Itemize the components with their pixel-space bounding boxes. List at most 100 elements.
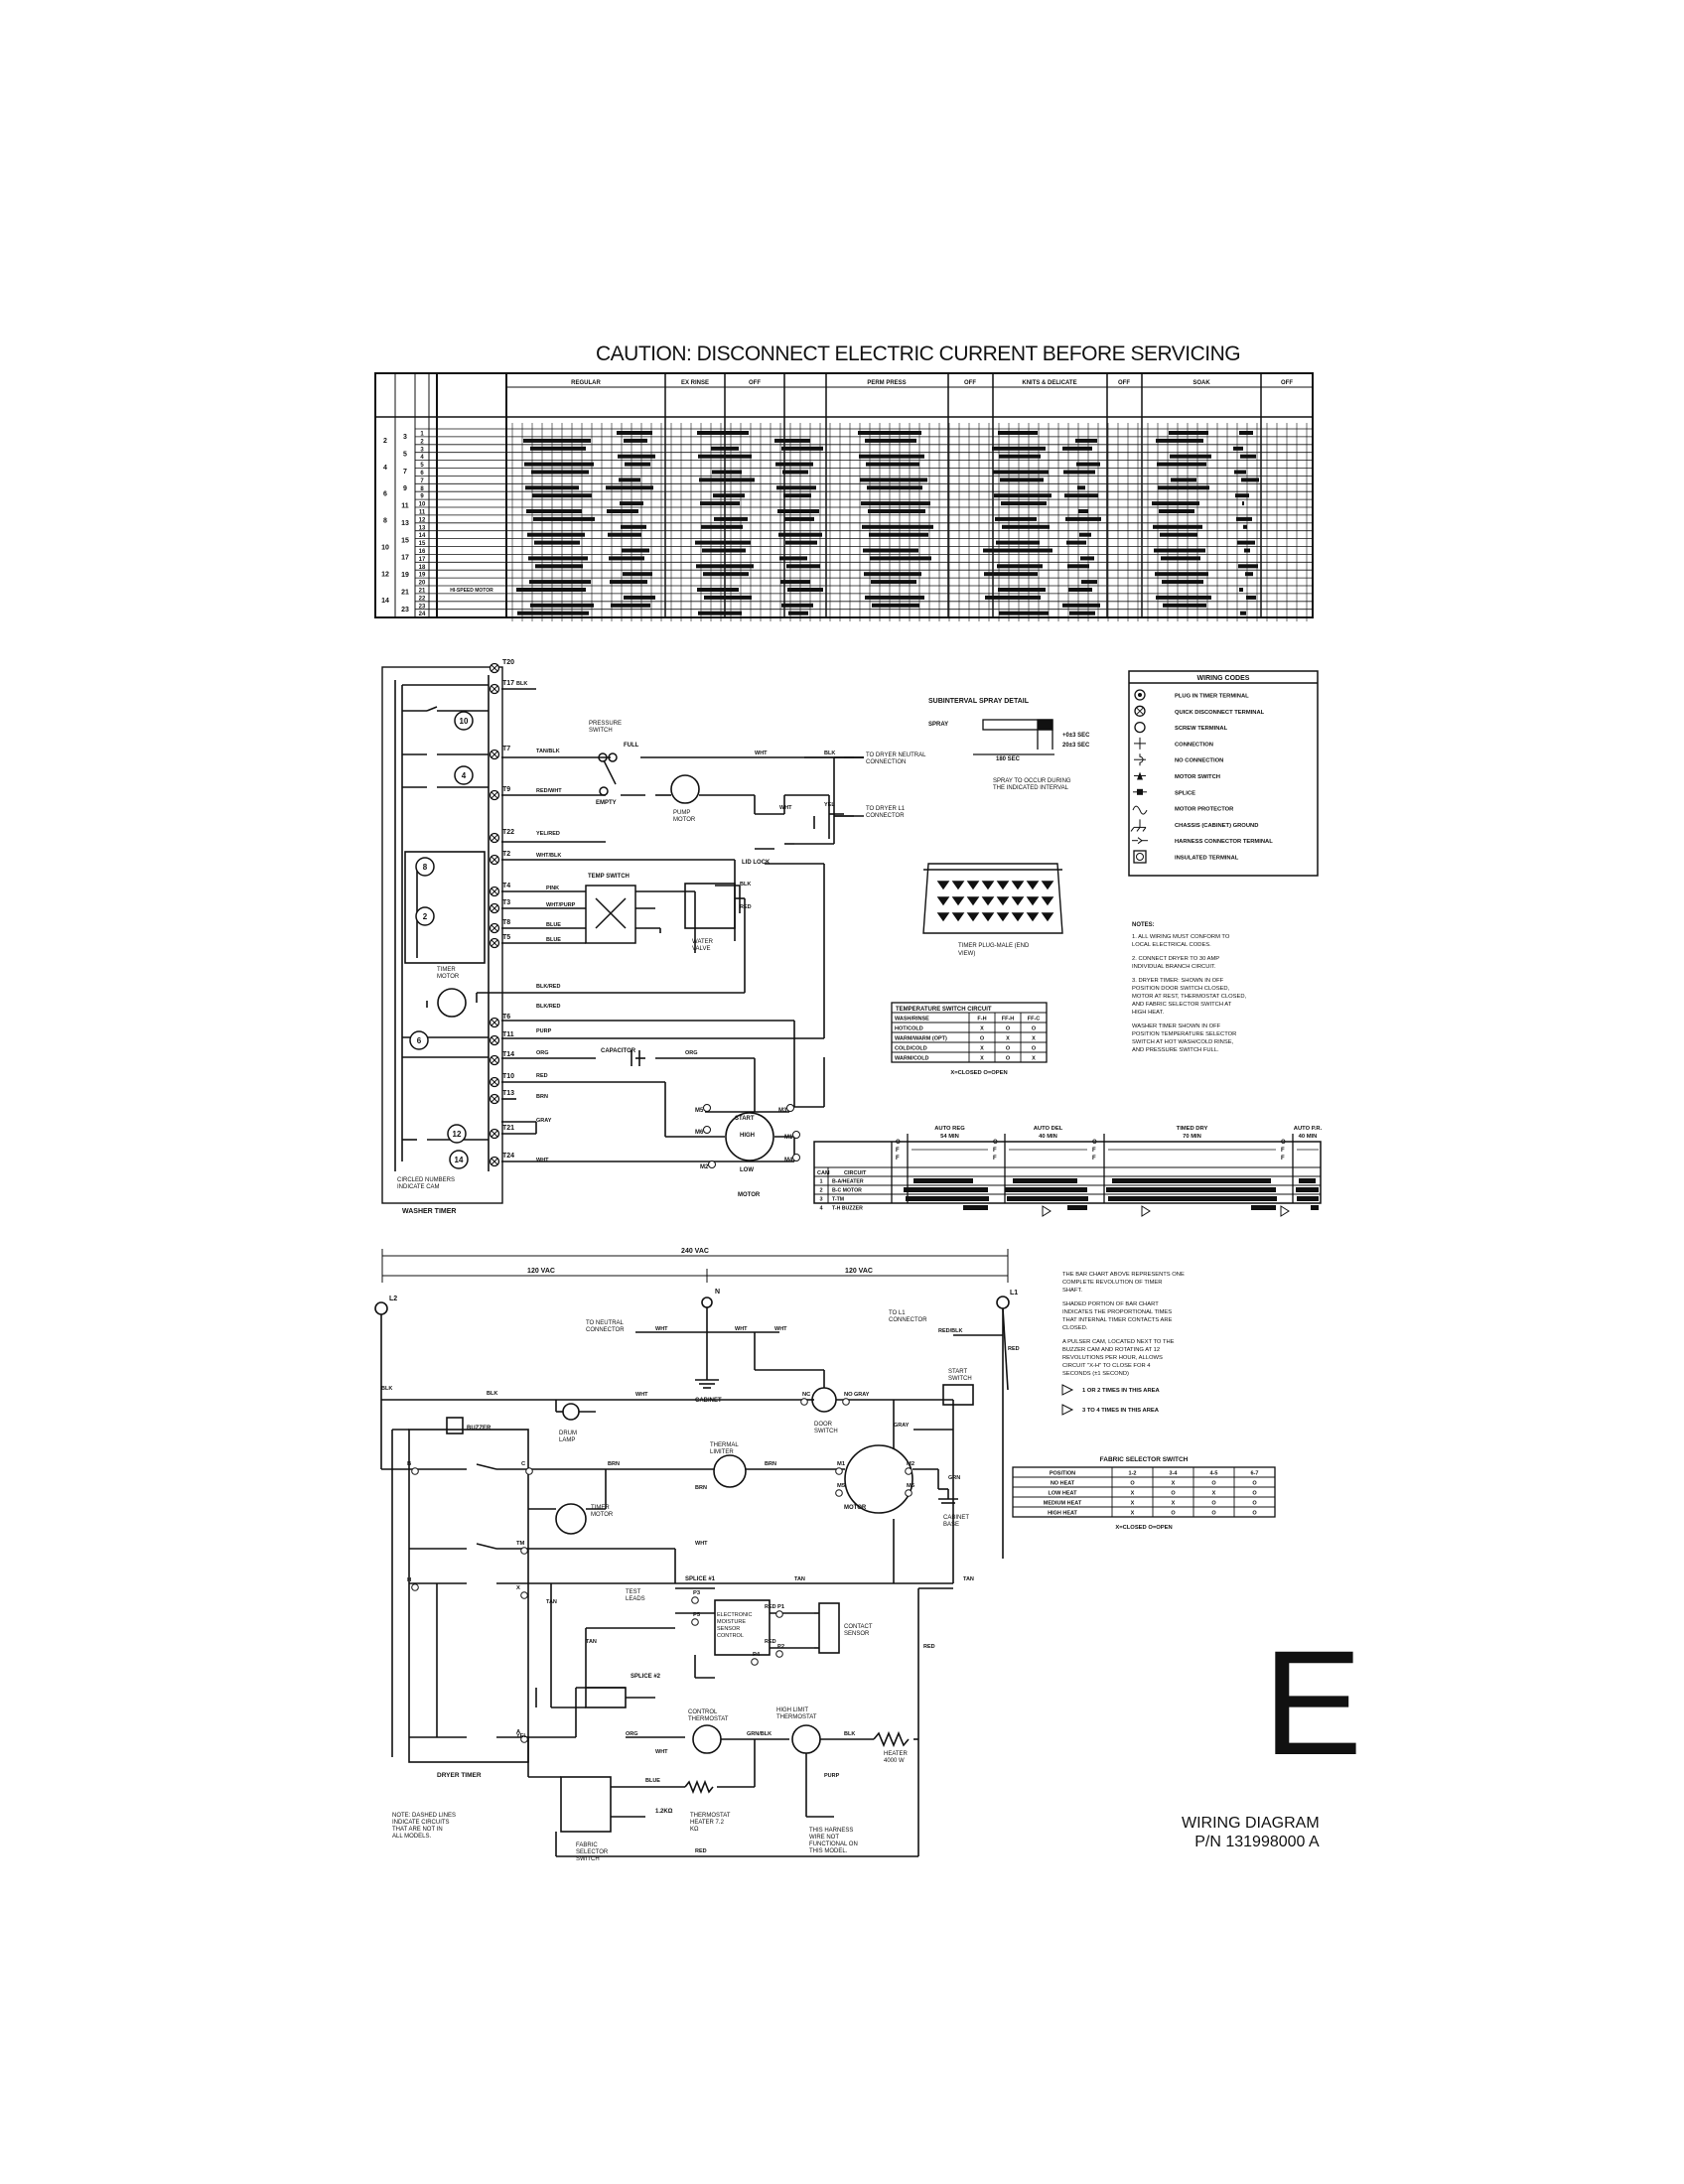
wire-color-label: TAN/BLK — [536, 749, 560, 754]
chart-bar — [700, 501, 740, 506]
terminal-cross — [491, 1056, 498, 1064]
spray-note: THE INDICATED INTERVAL — [993, 785, 1069, 791]
wiring-codes-title: WIRING CODES — [1197, 675, 1250, 682]
chart-bar — [781, 603, 813, 608]
fabric-table-header: 3-4 — [1170, 1471, 1179, 1477]
plug-pin — [1041, 896, 1054, 906]
dryer-wire-label: WHT — [655, 1749, 668, 1755]
dryer-chart-segment-time: 54 MIN — [940, 1134, 959, 1140]
chart-bar — [777, 509, 819, 513]
cam-number: 12 — [453, 1130, 462, 1139]
harness-wire-note: THIS MODEL. — [809, 1848, 848, 1854]
wire-color-label: ORG — [536, 1050, 549, 1056]
dryer-chart-bar — [1106, 1187, 1276, 1192]
chart-contact-number: 17 — [419, 557, 426, 563]
plug-pin — [1011, 912, 1025, 922]
dryer-terminal-dot — [835, 1489, 843, 1497]
dryer-pin-label: H — [407, 1577, 411, 1583]
chart-bar — [622, 548, 649, 553]
temp-table-cell: O — [980, 1036, 985, 1042]
chart-contact-number: 7 — [420, 478, 424, 484]
chart-contact-number: 23 — [419, 604, 426, 610]
chart-phase-header: OFF — [749, 380, 761, 386]
terminal-cross — [491, 1130, 498, 1138]
plug-pin — [966, 912, 980, 922]
washer-schematic — [381, 666, 864, 1204]
chassis-ground-icon — [1136, 827, 1141, 832]
dryer-terminal-dot — [775, 1610, 783, 1618]
to-neutral-label: CONNECTOR — [586, 1327, 625, 1333]
timer-chart-bars — [516, 431, 1259, 615]
chart-bar — [714, 516, 748, 521]
low-label: LOW — [740, 1167, 754, 1173]
temp-table-cell: X — [1006, 1036, 1010, 1042]
chart-bar — [698, 454, 752, 459]
timer-motor-label: MOTOR — [437, 974, 460, 980]
chart-bar — [1078, 509, 1088, 513]
chart-contact-number: 3 — [420, 447, 424, 453]
chart-bar — [697, 431, 749, 435]
note-item: HIGH HEAT. — [1132, 1010, 1164, 1016]
dryer-wire-label: WHT — [735, 1326, 748, 1332]
chart-pin-number: 17 — [401, 555, 409, 562]
note-item: WASHER TIMER SHOWN IN OFF — [1132, 1024, 1221, 1029]
wiring-code-label: MOTOR SWITCH — [1175, 774, 1220, 780]
dryer-chart-cam: 4 — [819, 1206, 823, 1212]
cabinet-label: CABINET — [695, 1398, 722, 1404]
chart-phase-header: KNITS & DELICATE — [1022, 380, 1076, 386]
terminal-label: T6 — [502, 1014, 510, 1021]
dryer-timer-motor-label: TIMER — [591, 1505, 610, 1511]
timer-plug-caption: VIEW) — [958, 951, 975, 957]
chart-bar — [697, 588, 739, 592]
chart-bar — [701, 524, 743, 529]
washer-timer-chart — [374, 372, 1314, 621]
fabric-table-frame — [1012, 1466, 1276, 1518]
dryer-chart-circuit: B-A/HEATER — [832, 1179, 864, 1185]
temp-table-cell: WARM/COLD — [895, 1056, 929, 1062]
screw-terminal-icon — [1134, 721, 1146, 734]
chart-bar — [1155, 572, 1208, 577]
dryer-wire-label: BRN — [608, 1461, 620, 1467]
dryer-chart-off-letter: O — [1281, 1140, 1286, 1146]
dryer-wire-label: GRN/BLK — [747, 1731, 772, 1737]
fabric-switch-label: FABRIC — [576, 1843, 598, 1848]
chart-bar — [775, 462, 813, 467]
wire-color-label: GRAY — [536, 1118, 552, 1124]
dryer-chart-segment-label: AUTO DEL — [1034, 1126, 1063, 1132]
door-switch-label: DOOR — [814, 1422, 833, 1428]
dryer-wire-label: TAN — [586, 1639, 597, 1645]
terminal-cross — [491, 685, 498, 693]
l1-label: L1 — [1010, 1290, 1018, 1297]
chart-pin-number: 9 — [403, 485, 407, 492]
motor-label: MOTOR — [738, 1192, 761, 1198]
lid-lock-label: LID LOCK — [742, 860, 771, 866]
dryer-terminal-dot — [751, 1658, 759, 1666]
cabinet-base-label: BASE — [943, 1522, 959, 1528]
chart-bar — [1153, 524, 1202, 529]
chart-bar — [984, 572, 1038, 577]
chart-phase-header: PERM PRESS — [867, 380, 906, 386]
chart-phase-header: SOAK — [1193, 380, 1210, 386]
temp-table-header: FF-C — [1028, 1017, 1041, 1023]
dryer-chart-header: CAM — [817, 1170, 830, 1176]
wire-color-label: PURP — [536, 1028, 552, 1034]
temp-table-cell: HOT/COLD — [895, 1026, 923, 1032]
neutral-label: N — [715, 1289, 720, 1296]
terminal-cross — [491, 939, 498, 947]
moisture-sensor-label: ELECTRONIC — [717, 1612, 752, 1618]
chart-bar — [533, 516, 595, 521]
chart-bar — [996, 540, 1040, 545]
chart-bar — [617, 431, 652, 435]
bar-chart-note: 3 TO 4 TIMES IN THIS AREA — [1082, 1408, 1160, 1414]
cam-number: 4 — [462, 771, 467, 780]
chart-bar — [1065, 516, 1101, 521]
dryer-pin-label: M5 — [837, 1483, 846, 1489]
temp-table-cell: X — [1032, 1056, 1036, 1062]
fabric-table-cell: O — [1171, 1491, 1176, 1497]
chart-bar — [1169, 431, 1208, 435]
chart-bar — [696, 564, 754, 569]
